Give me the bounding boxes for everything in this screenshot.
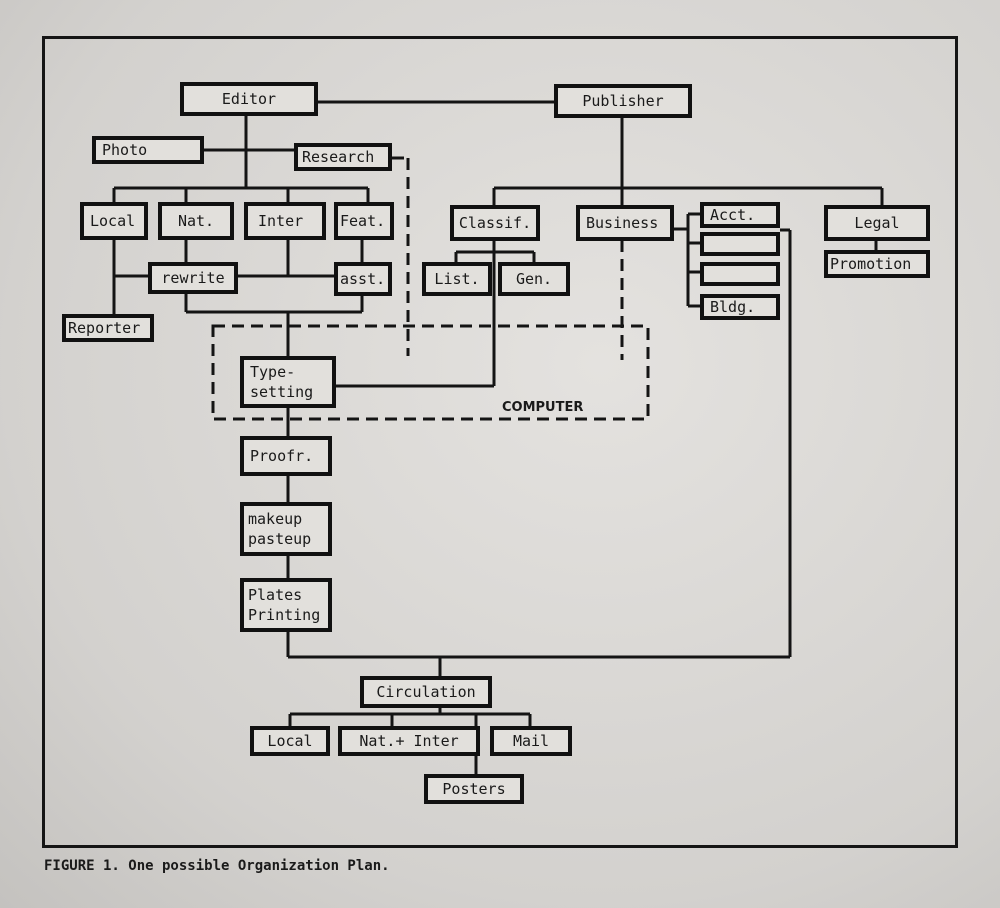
photo-box: Photo	[92, 136, 204, 164]
circulation-box: Circulation	[360, 676, 492, 708]
assistant-box: asst.	[334, 262, 392, 296]
publisher-box: Publisher	[554, 84, 692, 118]
reporter-box: Reporter	[62, 314, 154, 342]
circulation-mail-box: Mail	[490, 726, 572, 756]
local-dept-box: Local	[80, 202, 148, 240]
figure-frame	[42, 36, 958, 848]
circulation-local-box: Local	[250, 726, 330, 756]
typesetting-label-1: Type-	[250, 362, 296, 381]
rewrite-box: rewrite	[148, 262, 238, 294]
figure-caption: FIGURE 1. One possible Organization Plan…	[44, 858, 390, 874]
computer-label: COMPUTER	[502, 400, 584, 415]
plates-label-1: Plates	[248, 585, 303, 604]
accounting-box: Acct.	[700, 202, 780, 228]
international-dept-box: Inter	[244, 202, 326, 240]
classified-box: Classif.	[450, 205, 540, 241]
promotion-box: Promotion	[824, 250, 930, 278]
proofreading-box: Proofr.	[240, 436, 332, 476]
features-dept-box: Feat.	[334, 202, 394, 240]
listings-box: List.	[422, 262, 492, 296]
makeup-label-1: makeup	[248, 509, 303, 528]
typesetting-label-2: setting	[250, 383, 314, 401]
plates-label-2: Printing	[248, 606, 321, 624]
typesetting-box: Type- setting	[240, 356, 336, 408]
makeup-pasteup-box: makeup pasteup	[240, 502, 332, 556]
building-box: Bldg.	[700, 294, 780, 320]
blank-box-1	[700, 232, 780, 256]
makeup-label-2: pasteup	[248, 530, 312, 548]
legal-box: Legal	[824, 205, 930, 241]
national-dept-box: Nat.	[158, 202, 234, 240]
general-box: Gen.	[498, 262, 570, 296]
circulation-national-international-box: Nat.+ Inter	[338, 726, 480, 756]
editor-box: Editor	[180, 82, 318, 116]
business-box: Business	[576, 205, 674, 241]
plates-printing-box: Plates Printing	[240, 578, 332, 632]
posters-box: Posters	[424, 774, 524, 804]
research-box: Research	[294, 143, 392, 171]
blank-box-2	[700, 262, 780, 286]
